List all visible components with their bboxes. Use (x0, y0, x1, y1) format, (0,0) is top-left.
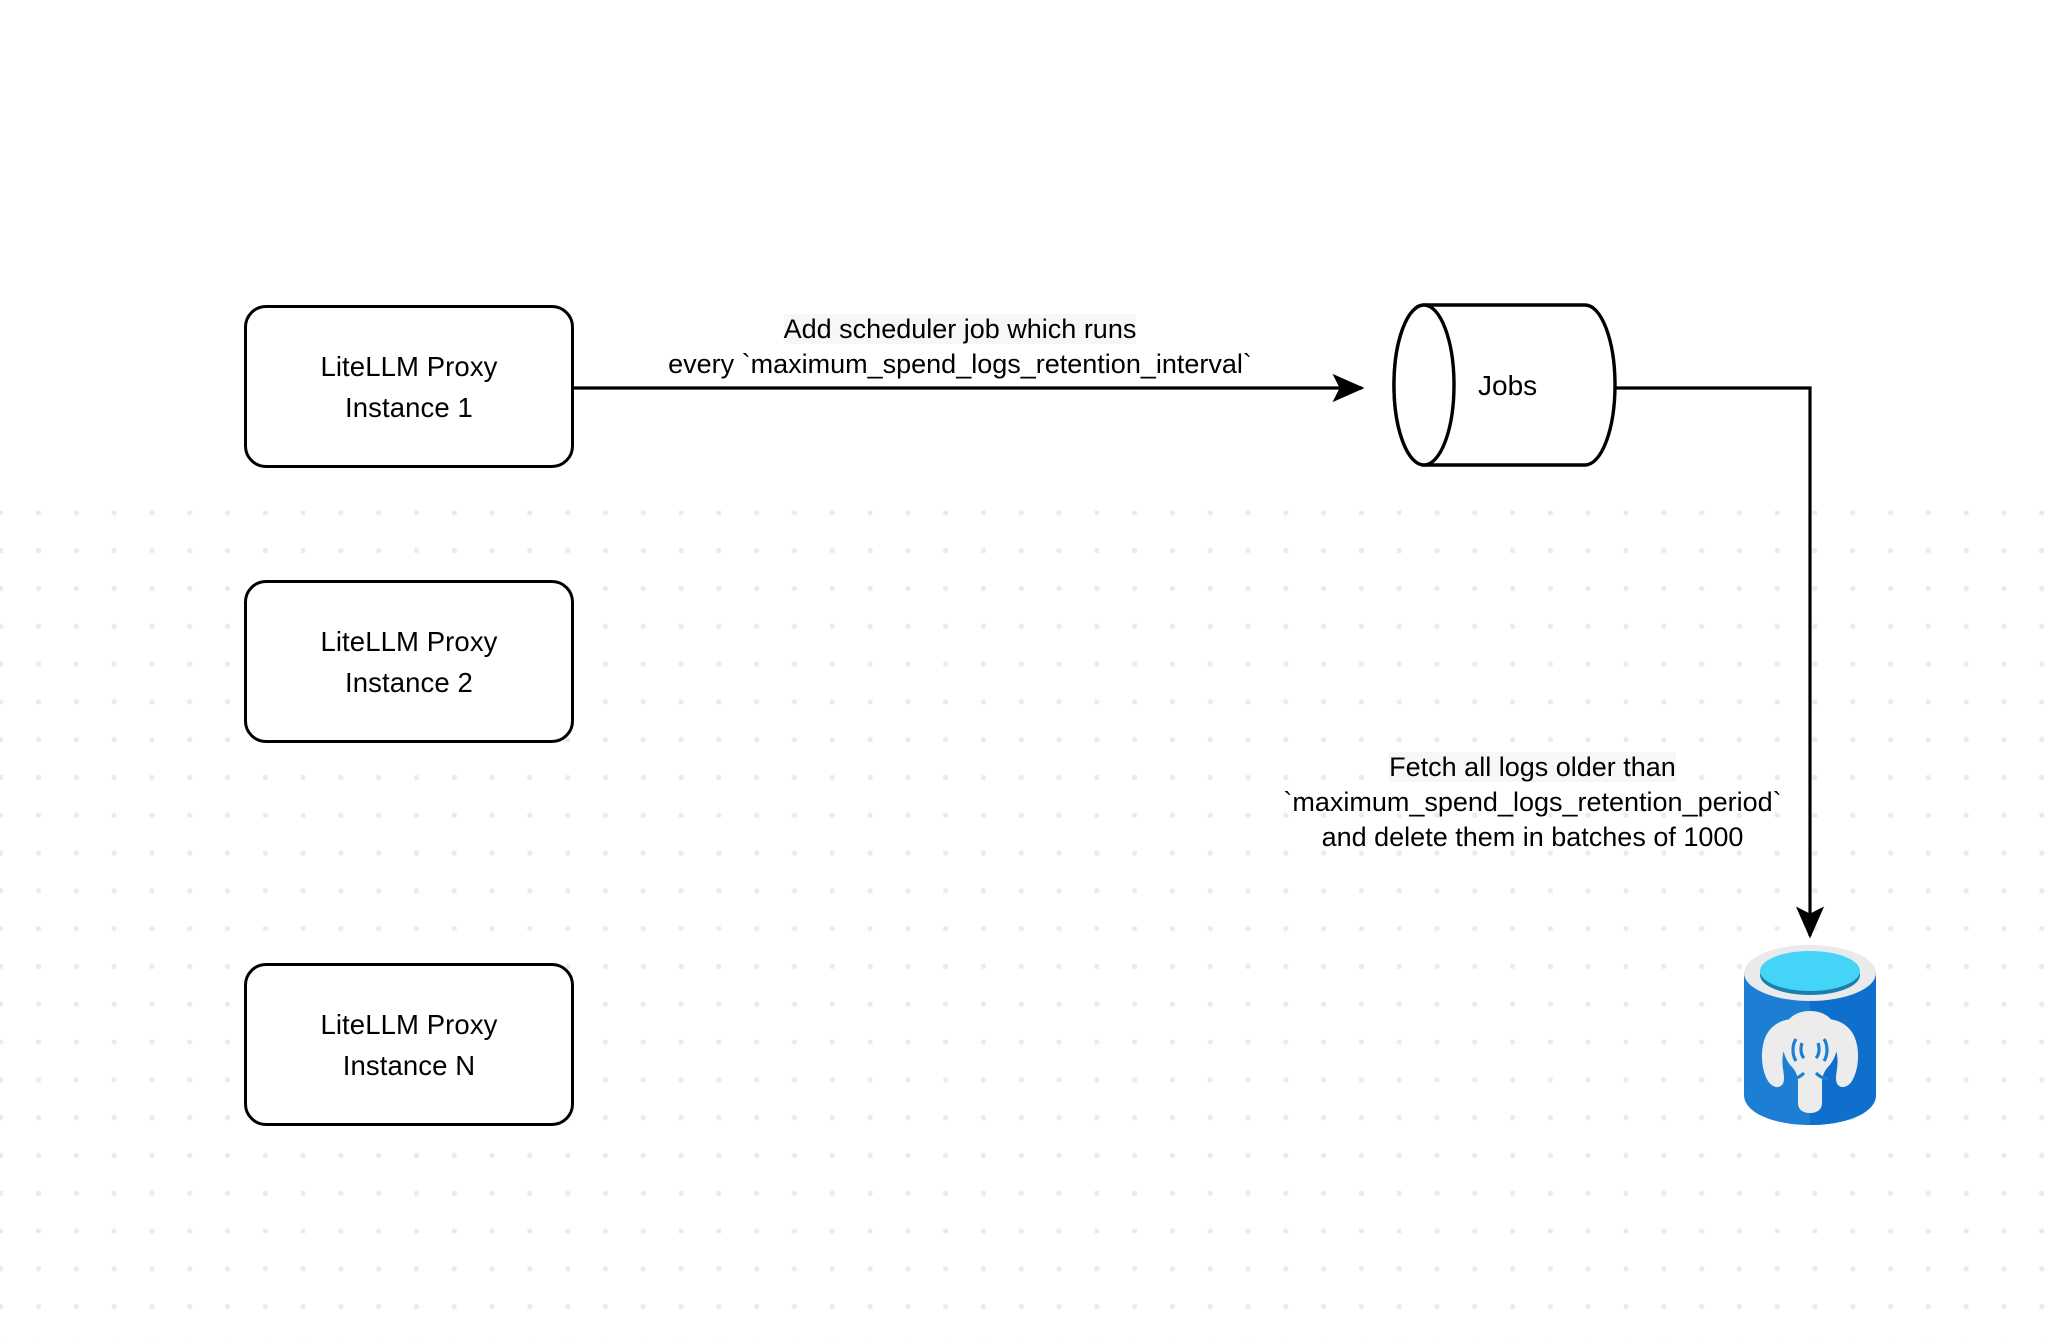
node-litellm-proxy-instance-n[interactable]: LiteLLM Proxy Instance N (244, 963, 574, 1126)
edge-label-2-line-3: and delete them in batches of 1000 (1321, 822, 1744, 852)
node-instance-2-line-1: LiteLLM Proxy (320, 625, 498, 657)
postgresql-database-icon[interactable] (1742, 943, 1878, 1127)
edge-label-add-scheduler-job: Add scheduler job which runs every `maxi… (620, 312, 1300, 382)
postgresql-elephant-detail (1791, 1038, 1829, 1080)
node-instance-n-line-1: LiteLLM Proxy (320, 1008, 498, 1040)
edge-label-1-line-2: every `maximum_spend_logs_retention_inte… (668, 349, 1252, 379)
node-jobs-cylinder[interactable] (1392, 303, 1617, 467)
connector-jobs-to-postgres (1586, 386, 1825, 939)
node-instance-1-line-1: LiteLLM Proxy (320, 350, 498, 382)
node-instance-1-line-2: Instance 1 (345, 391, 473, 423)
node-litellm-proxy-instance-2[interactable]: LiteLLM Proxy Instance 2 (244, 580, 574, 743)
edge-label-1-line-1: Add scheduler job which runs (783, 314, 1137, 344)
postgresql-elephant-glyph (1761, 1011, 1859, 1113)
edge-label-2-line-1: Fetch all logs older than (1389, 752, 1676, 782)
node-instance-2-line-2: Instance 2 (345, 666, 473, 698)
edge-label-2-line-2: `maximum_spend_logs_retention_period` (1283, 787, 1782, 817)
node-jobs-label: Jobs (1478, 370, 1538, 401)
node-litellm-proxy-instance-1[interactable]: LiteLLM Proxy Instance 1 (244, 305, 574, 468)
node-instance-n-line-2: Instance N (342, 1049, 476, 1081)
edge-label-fetch-and-delete-logs: Fetch all logs older than `maximum_spend… (1255, 750, 1810, 855)
